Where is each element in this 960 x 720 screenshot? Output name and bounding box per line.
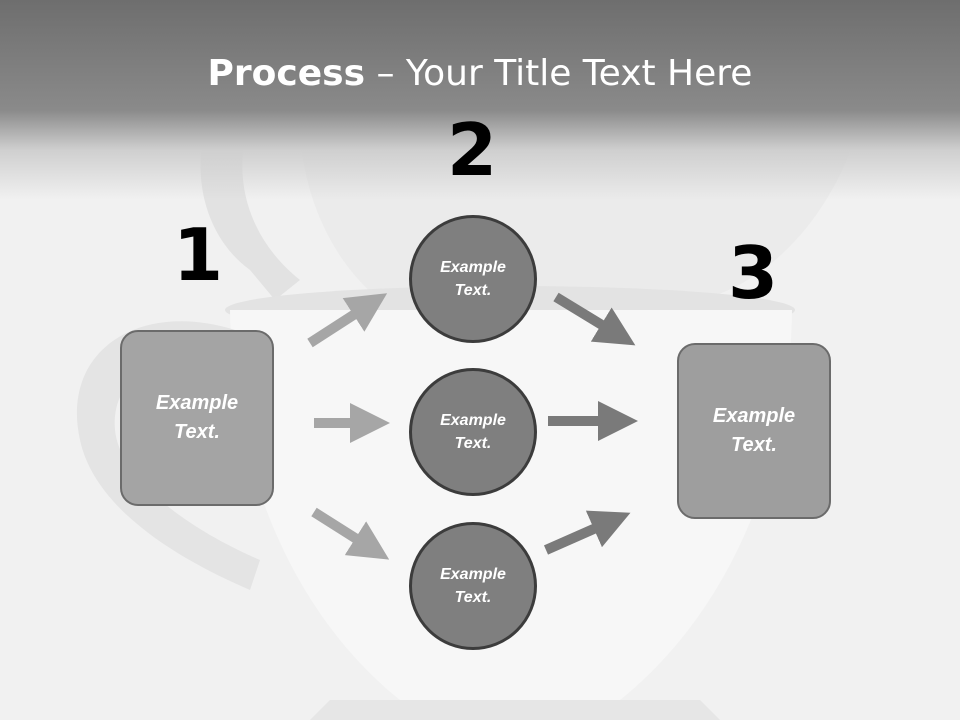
step-2-circle-bottom: Example Text. [409, 522, 537, 650]
step-1-text: Example Text. [155, 392, 239, 443]
arrow-2c-to-3 [543, 510, 631, 555]
step-3-box: Example Text. [677, 343, 831, 519]
arrow-1-to-2c [311, 507, 390, 560]
step-2-circle-top: Example Text. [409, 215, 537, 343]
arrow-1-to-2a [307, 293, 388, 348]
title-rest: – Your Title Text Here [365, 53, 753, 94]
step-1-box: Example Text. [120, 330, 274, 506]
slide-title: Process – Your Title Text Here [0, 52, 960, 96]
step-3-text: Example Text. [712, 405, 796, 456]
arrow-2a-to-3 [553, 292, 636, 346]
step-2-circle-bottom-text: Example Text. [440, 566, 506, 606]
step-2-number: 2 [446, 108, 498, 192]
title-band [0, 0, 960, 200]
step-2-circle-middle-text: Example Text. [440, 412, 506, 452]
step-1-number: 1 [172, 213, 224, 297]
step-2-circle-middle: Example Text. [409, 368, 537, 496]
title-bold: Process [207, 53, 366, 94]
step-3-number: 3 [727, 231, 779, 315]
step-2-circle-top-text: Example Text. [440, 259, 506, 299]
